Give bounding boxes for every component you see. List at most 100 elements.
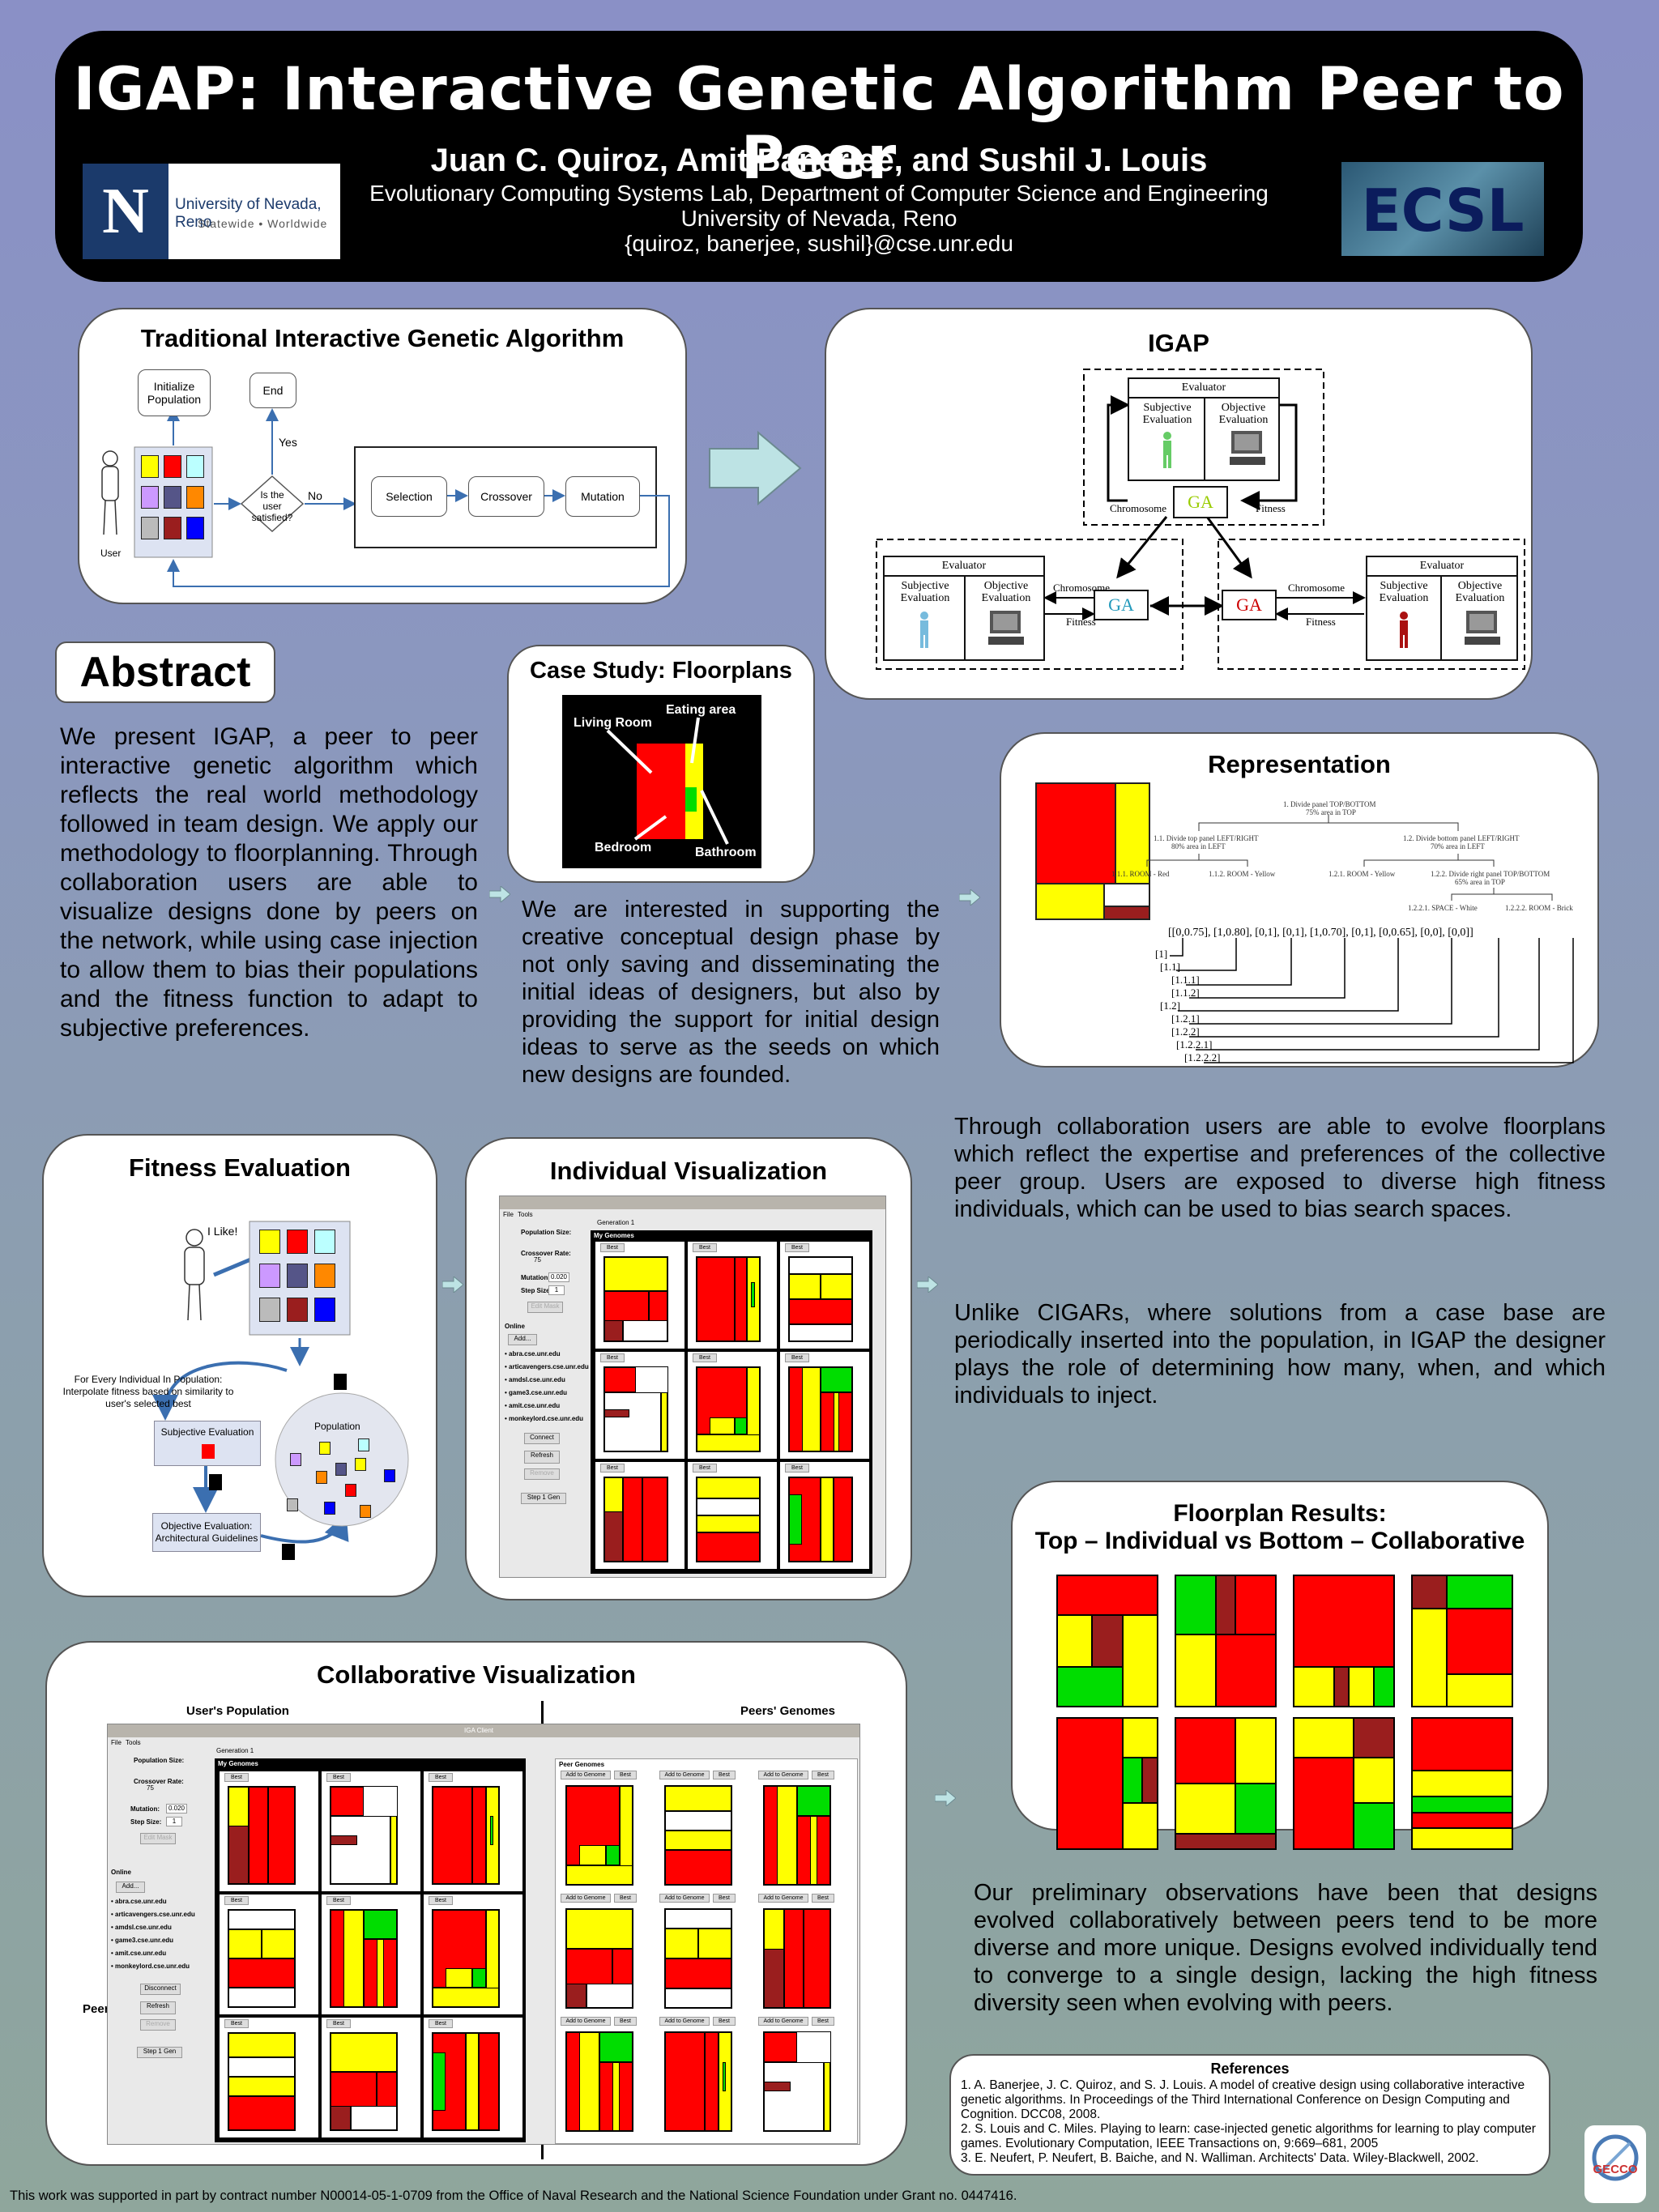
add-to-genome-button[interactable]: Add to Genome: [561, 2017, 611, 2026]
add-to-genome-button[interactable]: Add to Genome: [659, 1771, 710, 1779]
best-button[interactable]: Best: [429, 1773, 453, 1782]
floorplan-thumbnail: [603, 1477, 668, 1562]
floorplan-thumbnail: [664, 2031, 732, 2132]
best-button[interactable]: Best: [224, 1896, 249, 1905]
generation-tab[interactable]: Generation 1: [216, 1747, 254, 1754]
remove-button[interactable]: Remove: [524, 1468, 560, 1480]
peer-list-item[interactable]: • amdsl.cse.unr.edu: [505, 1376, 565, 1383]
unr-logo: N University of Nevada, Reno Statewide •…: [83, 164, 340, 259]
best-button[interactable]: Best: [326, 1896, 351, 1905]
best-button[interactable]: Best: [224, 2019, 249, 2028]
peer-list-item[interactable]: • amdsl.cse.unr.edu: [111, 1924, 172, 1931]
best-button[interactable]: Best: [785, 1353, 809, 1362]
best-button[interactable]: Best: [600, 1464, 625, 1473]
floorplan-thumbnail: [432, 1909, 500, 2008]
add-to-genome-button[interactable]: Add to Genome: [758, 1771, 808, 1779]
best-button[interactable]: Best: [326, 2019, 351, 2028]
edit-mask-button[interactable]: Edit Mask: [527, 1302, 563, 1313]
best-button[interactable]: Best: [785, 1243, 809, 1252]
best-button[interactable]: Best: [713, 1771, 736, 1779]
selection-box: Selection: [371, 476, 447, 517]
generation-tab[interactable]: Generation 1: [597, 1219, 635, 1226]
best-button[interactable]: Best: [600, 1353, 625, 1362]
add-to-genome-button[interactable]: Add to Genome: [758, 2017, 808, 2026]
remove-button[interactable]: Remove: [140, 2019, 176, 2031]
igap-title: IGAP: [1148, 329, 1209, 357]
peer-list-item[interactable]: • amit.cse.unr.edu: [505, 1402, 561, 1409]
floorplan-thumbnail: [696, 1366, 761, 1452]
crossover-box: Crossover: [468, 476, 544, 517]
small-arrow-icon: [442, 1276, 463, 1293]
menu-tools[interactable]: Tools: [518, 1211, 533, 1218]
add-to-genome-button[interactable]: Add to Genome: [659, 2017, 710, 2026]
best-button[interactable]: Best: [693, 1353, 717, 1362]
best-button[interactable]: Best: [693, 1464, 717, 1473]
best-button[interactable]: Best: [812, 1894, 834, 1903]
floorplan-thumbnail: [432, 1786, 500, 1885]
best-button[interactable]: Best: [693, 1243, 717, 1252]
floorplan-thumbnail: [432, 2032, 500, 2131]
add-peer-button[interactable]: Add...: [116, 1882, 145, 1893]
tree-node-1-2-1: 1.2.1. ROOM - Yellow: [1328, 870, 1396, 878]
peer-list-item[interactable]: • monkeylord.cse.unr.edu: [111, 1963, 190, 1970]
mutation-input[interactable]: 0.020: [548, 1272, 569, 1282]
add-to-genome-button[interactable]: Add to Genome: [561, 1894, 611, 1903]
add-to-genome-button[interactable]: Add to Genome: [659, 1894, 710, 1903]
floorplan-thumbnail: [228, 1786, 296, 1885]
best-button[interactable]: Best: [614, 2017, 637, 2026]
step-size-input[interactable]: 1: [166, 1817, 182, 1826]
tree-node-1-1-1: 1.1.1. ROOM - Red: [1111, 870, 1170, 878]
population-label: Population: [314, 1421, 360, 1432]
peer-list-item[interactable]: • monkeylord.cse.unr.edu: [505, 1415, 584, 1422]
peer-list-item[interactable]: • articavengers.cse.unr.edu: [111, 1911, 195, 1918]
computer-icon: [1230, 431, 1265, 465]
peer-list-item[interactable]: • game3.cse.unr.edu: [111, 1937, 174, 1944]
step-1-gen-button[interactable]: Step 1 Gen: [137, 2047, 182, 2058]
tree-node-1-2-2: 1.2.2. Divide right panel TOP/BOTTOM: [1431, 870, 1550, 878]
mutation-input[interactable]: 0.020: [166, 1804, 187, 1813]
best-button[interactable]: Best: [429, 2019, 453, 2028]
header-banner: IGAP: Interactive Genetic Algorithm Peer…: [55, 31, 1583, 282]
abstract-text: We present IGAP, a peer to peer interact…: [60, 723, 478, 1042]
refresh-button[interactable]: Refresh: [524, 1451, 560, 1464]
best-button[interactable]: Best: [713, 1894, 736, 1903]
crossover-rate-label: Crossover Rate:: [521, 1250, 571, 1257]
best-button[interactable]: Best: [326, 1773, 351, 1782]
best-button[interactable]: Best: [614, 1771, 637, 1779]
best-button[interactable]: Best: [785, 1464, 809, 1473]
peer-list-item[interactable]: • abra.cse.unr.edu: [111, 1898, 167, 1905]
small-arrow-icon: [935, 1790, 956, 1806]
step-1-gen-button[interactable]: Step 1 Gen: [521, 1493, 566, 1504]
disconnect-button[interactable]: Disconnect: [140, 1984, 181, 1995]
best-button[interactable]: Best: [812, 1771, 834, 1779]
best-button[interactable]: Best: [429, 1896, 453, 1905]
gecco-logo: GECCO: [1584, 2125, 1646, 2203]
fitness-title: Fitness Evaluation: [129, 1153, 351, 1182]
best-button[interactable]: Best: [224, 1773, 249, 1782]
best-button[interactable]: Best: [812, 2017, 834, 2026]
menu-file[interactable]: File: [111, 1739, 122, 1746]
menu-tools[interactable]: Tools: [126, 1739, 141, 1746]
best-button[interactable]: Best: [600, 1243, 625, 1252]
bathroom-label: Bathroom: [695, 846, 757, 859]
peer-list-item[interactable]: • articavengers.cse.unr.edu: [505, 1363, 589, 1370]
add-peer-button[interactable]: Add...: [508, 1334, 537, 1345]
refresh-button[interactable]: Refresh: [140, 2001, 176, 2014]
best-button[interactable]: Best: [614, 1894, 637, 1903]
case-study-text: We are interested in supporting the crea…: [522, 897, 940, 1088]
step-size-input[interactable]: 1: [548, 1285, 565, 1295]
add-to-genome-button[interactable]: Add to Genome: [758, 1894, 808, 1903]
add-to-genome-button[interactable]: Add to Genome: [561, 1771, 611, 1779]
case-study-title: Case Study: Floorplans: [530, 658, 792, 684]
email: {quiroz, banerjee, sushil}@cse.unr.edu: [625, 231, 1013, 256]
peer-list-item[interactable]: • amit.cse.unr.edu: [111, 1950, 167, 1957]
no-label: No: [308, 489, 322, 502]
traditional-iga-title: Traditional Interactive Genetic Algorith…: [140, 324, 625, 352]
best-button[interactable]: Best: [713, 2017, 736, 2026]
edit-mask-button[interactable]: Edit Mask: [140, 1833, 176, 1844]
connect-button[interactable]: Connect: [524, 1433, 560, 1444]
decision-label: Is the user satisfied?: [251, 489, 293, 523]
peer-list-item[interactable]: • game3.cse.unr.edu: [505, 1389, 568, 1396]
menu-file[interactable]: File: [503, 1211, 514, 1218]
peer-list-item[interactable]: • abra.cse.unr.edu: [505, 1350, 561, 1357]
